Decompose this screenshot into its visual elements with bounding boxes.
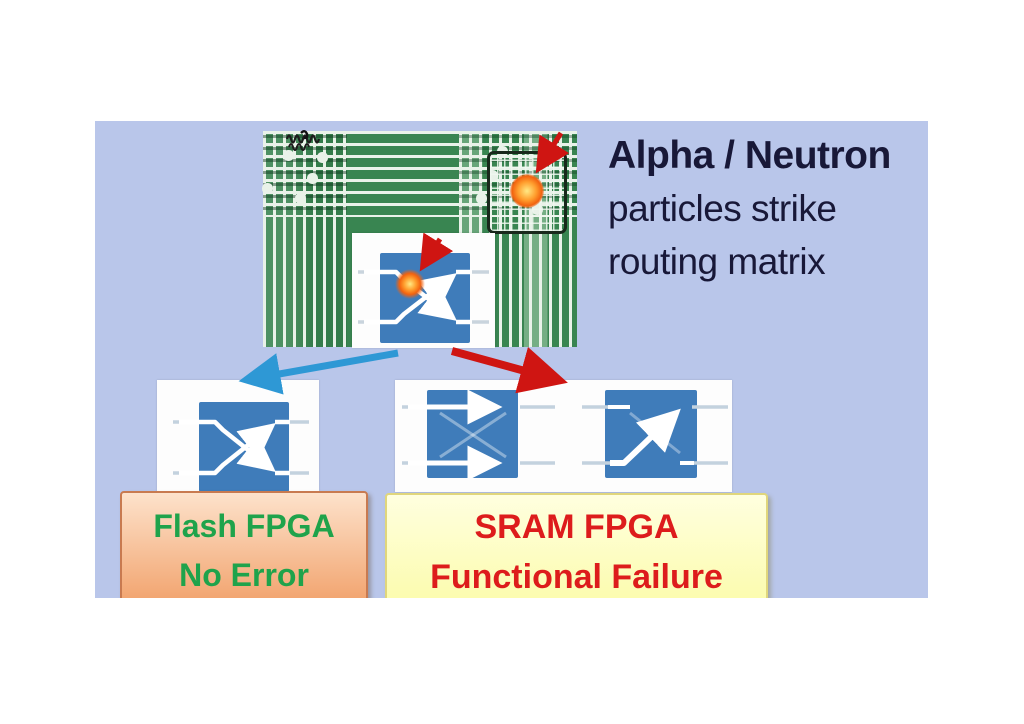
title-line-3: routing matrix (608, 241, 826, 282)
flash-switch-panel (157, 380, 319, 492)
sram-result-box: SRAM FPGA Functional Failure (385, 493, 768, 598)
via-dot (283, 150, 294, 161)
switch-ok-icon (173, 402, 309, 492)
title-line-1: Alpha / Neutron (608, 134, 891, 177)
flash-result-line-1: Flash FPGA (153, 508, 335, 544)
via-dot (262, 183, 273, 194)
switch-inset-panel (352, 233, 495, 348)
via-dot (476, 193, 487, 204)
routing-matrix-image (262, 130, 577, 347)
slide-panel: Alpha / Neutron particles strike routing… (95, 121, 928, 598)
title-line-2: particles strike (608, 188, 837, 229)
via-dot (295, 193, 306, 204)
particle-strike-arrow-icon (535, 131, 570, 174)
trace-scribble-icon (285, 130, 321, 151)
via-dot (307, 173, 318, 184)
via-dot (317, 152, 328, 163)
sram-result-line-1: SRAM FPGA (474, 508, 679, 546)
switch-stuck-icon (402, 389, 555, 481)
switch-hit-icon (358, 233, 489, 343)
flash-result-box: Flash FPGA No Error (120, 491, 368, 598)
switch-misroute-icon (582, 390, 728, 478)
good-branch-arrow-icon (238, 349, 399, 395)
sram-result-line-2: Functional Failure (430, 558, 723, 596)
slide-title: Alpha / Neutron particles strike routing… (608, 129, 926, 288)
flash-result-line-2: No Error (179, 557, 309, 593)
bad-branch-arrow-icon (450, 346, 568, 394)
sram-switch-panel (395, 380, 732, 492)
particle-glow-icon (510, 174, 544, 208)
